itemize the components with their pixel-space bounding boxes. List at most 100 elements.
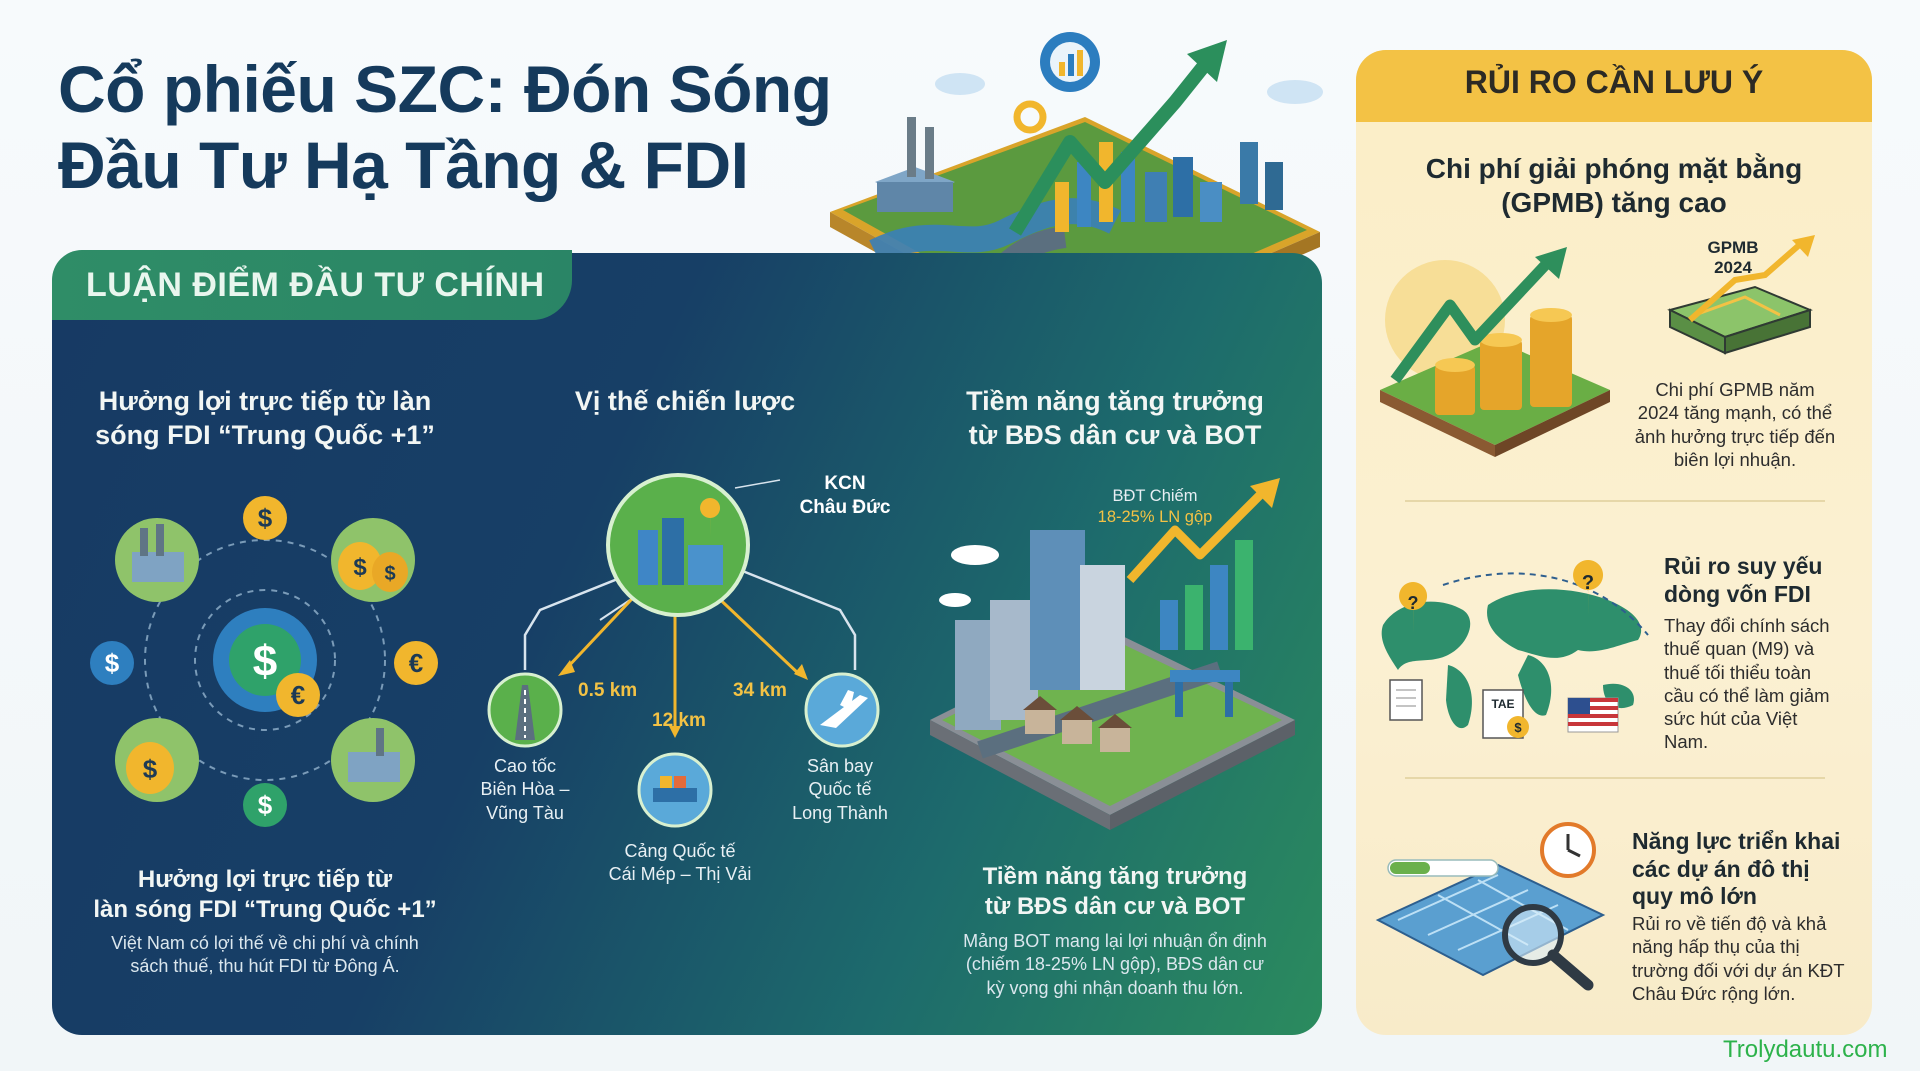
brand-watermark: Trolydautu.com <box>1723 1036 1888 1063</box>
real-estate-bot-illustration <box>930 478 1295 830</box>
svg-text:$: $ <box>353 554 367 581</box>
gear-icon <box>1040 32 1100 92</box>
svg-text:$: $ <box>258 503 273 533</box>
highway-label: Cao tốc Biên Hòa – Vũng Tàu <box>455 755 595 825</box>
page-title: Cổ phiếu SZC: Đón Sóng Đầu Tư Hạ Tầng & … <box>58 52 832 204</box>
risk-3-desc-line1: Rủi ro về tiến độ và khả <box>1632 913 1827 934</box>
risk-3-heading: Năng lực triển khai các dự án đô thị quy… <box>1632 828 1862 911</box>
document-icon <box>1389 679 1423 721</box>
factory-top-left-icon <box>115 518 199 602</box>
dollar-coin-top-icon: $ <box>243 496 287 540</box>
euro-coin-right-icon: € <box>394 641 438 685</box>
risk-3-desc-line3: trường đối với dự án KĐT <box>1632 959 1845 981</box>
cloud-small-icon <box>939 593 971 607</box>
distance-highway: 0.5 km <box>578 680 638 701</box>
risk-1-heading: Chi phí giải phóng mặt bằng (GPMB) tăng … <box>1356 152 1872 220</box>
page-title-line1: Cổ phiếu SZC: Đón Sóng <box>58 52 832 126</box>
thesis-1-desc-line2: sách thuế, thu hút FDI từ Đông Á. <box>130 956 400 977</box>
risk-2-description: Thay đổi chính sách thuế quan (M9) và th… <box>1664 614 1864 754</box>
question-marker-icon: ? <box>1399 582 1428 635</box>
svg-text:€: € <box>409 648 423 678</box>
risk-2-desc-line1: Thay đổi chính sách <box>1664 615 1830 636</box>
bot-growth-arrow <box>1126 486 1269 584</box>
svg-text:$: $ <box>105 648 120 678</box>
risk-1-desc-line4: biên lợi nhuận. <box>1673 448 1797 470</box>
houses <box>1023 696 1132 752</box>
distance-airport: 34 km <box>733 680 787 701</box>
gpmb-tag: GPMB 2024 <box>1688 238 1778 277</box>
investment-thesis-tab <box>52 250 572 320</box>
page-title-line2: Đầu Tư Hạ Tầng & FDI <box>58 127 749 202</box>
fdi-cycle-diagram: $ € $ $ $ $ $ $ € <box>90 496 438 827</box>
thesis-2-heading: Vị thế chiến lược <box>574 386 796 416</box>
thesis-1-description: Việt Nam có lợi thế về chi phí và chính … <box>60 932 470 979</box>
thesis-3-heading-line2: từ BĐS dân cư và BOT <box>968 419 1262 450</box>
thesis-1-heading-line2: sóng FDI “Trung Quốc +1” <box>95 419 435 450</box>
urban-project-plan-illustration <box>1375 822 1606 991</box>
euro-coin-icon: € <box>276 673 320 717</box>
hub-label-line2: Châu Đức <box>799 496 891 518</box>
coin-stacks <box>1435 308 1572 415</box>
cost-arrow <box>1390 256 1555 384</box>
toll-booth-icon <box>1170 670 1240 717</box>
thesis-1-subheading: Hưởng lợi trực tiếp từ làn sóng FDI “Tru… <box>60 865 470 925</box>
svg-text:$: $ <box>384 563 395 585</box>
dollar-coin-left-icon: $ <box>90 641 134 685</box>
magnifier-icon <box>1502 904 1594 991</box>
risk-3-heading-line2: các dự án đô thị <box>1632 855 1810 882</box>
risk-2-desc-line3: thuế tối thiểu toàn <box>1664 661 1812 683</box>
thesis-3-subheading: Tiềm năng tăng trưởng từ BĐS dân cư và B… <box>905 862 1325 922</box>
land-cost-illustration <box>1380 247 1610 457</box>
money-bags-top-right-icon: $ $ <box>331 518 415 602</box>
progress-bar-fill <box>1390 862 1430 874</box>
apartment-buildings <box>955 530 1125 730</box>
svg-text:?: ? <box>1582 572 1594 594</box>
airport-label: Sân bay Quốc tế Long Thành <box>770 755 910 825</box>
risk-1-heading-line2: (GPMB) tăng cao <box>1501 187 1727 219</box>
svg-text:$: $ <box>258 790 273 820</box>
us-flag-icon <box>1567 697 1619 733</box>
highway-label-line1: Cao tốc <box>493 756 557 776</box>
dollar-coin-bottom-icon: $ <box>243 783 287 827</box>
risk-3-heading-line1: Năng lực triển khai <box>1632 828 1841 854</box>
growth-arrow <box>1009 47 1221 236</box>
risk-3-description: Rủi ro về tiến độ và khả năng hấp thụ củ… <box>1632 912 1867 1005</box>
risk-2-heading: Rủi ro suy yếu dòng vốn FDI <box>1664 553 1864 608</box>
industrial-hub-icon <box>606 473 750 617</box>
risk-3-heading-line3: quy mô lớn <box>1632 883 1757 910</box>
bot-share-label-line2: 18-25% LN gộp <box>1097 507 1213 526</box>
port-label-line2: Cái Mép – Thị Vải <box>608 864 752 885</box>
risk-divider-2 <box>1405 777 1825 779</box>
thesis-3-heading: Tiềm năng tăng trưởng từ BĐS dân cư và B… <box>905 385 1325 453</box>
buildings-cluster <box>1145 142 1283 222</box>
risk-divider-1 <box>1405 500 1825 502</box>
risk-1-heading-line1: Chi phí giải phóng mặt bằng <box>1425 153 1803 184</box>
distance-port: 12 km <box>652 710 706 731</box>
highway-icon <box>487 672 563 748</box>
factory-icon <box>875 117 955 212</box>
risk-2-heading-line2: dòng vốn FDI <box>1664 580 1811 607</box>
gpmb-tag-line1: GPMB <box>1707 238 1759 257</box>
airport-label-line1: Sân bay <box>806 756 874 776</box>
central-dollar-symbol: $ <box>253 637 277 686</box>
svg-text:?: ? <box>1408 593 1419 613</box>
risk-1-description: Chi phí GPMB năm 2024 tăng mạnh, có thể … <box>1620 378 1850 471</box>
world-map-illustration: ? ? TAE $ <box>1381 560 1649 739</box>
location-map-diagram <box>487 473 880 828</box>
thesis-3-desc-line3: kỳ vọng ghi nhận doanh thu lớn. <box>986 977 1244 998</box>
cloud-icon <box>951 545 999 565</box>
thesis-3-desc-line1: Mảng BOT mang lại lợi nhuận ổn định <box>963 931 1267 951</box>
thesis-1-sub-line1: Hưởng lợi trực tiếp từ <box>137 866 393 893</box>
svg-text:€: € <box>291 680 305 710</box>
airport-label-line3: Long Thành <box>792 802 888 823</box>
thesis-1-desc-line1: Việt Nam có lợi thế về chi phí và chính <box>111 933 419 953</box>
investment-thesis-label: LUẬN ĐIỂM ĐẦU TƯ CHÍNH <box>86 266 545 304</box>
svg-text:$: $ <box>1514 720 1522 735</box>
thesis-1-sub-line2: làn sóng FDI “Trung Quốc +1” <box>93 896 437 923</box>
hub-label-line1: KCN <box>824 473 866 494</box>
risk-2-heading-line1: Rủi ro suy yếu <box>1664 553 1823 579</box>
thesis-3-sub-line2: từ BĐS dân cư và BOT <box>984 893 1246 920</box>
thesis-3-desc-line2: (chiếm 18-25% LN gộp), BĐS dân cư <box>965 954 1265 975</box>
clock-icon <box>1540 822 1596 878</box>
thesis-1-heading: Hưởng lợi trực tiếp từ làn sóng FDI “Tru… <box>60 385 470 453</box>
